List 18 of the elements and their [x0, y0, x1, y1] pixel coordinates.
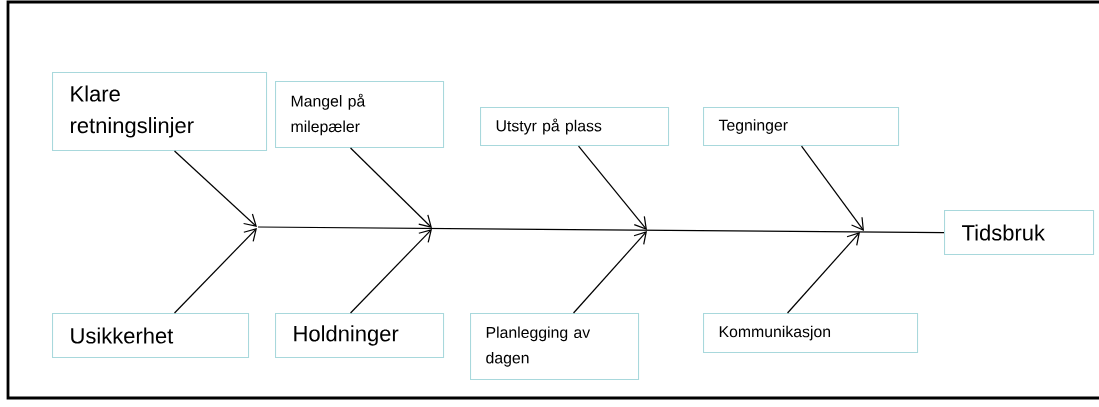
cause-box: Kommunikasjon: [703, 313, 919, 354]
arrow: [577, 145, 647, 230]
arrow: [786, 232, 860, 314]
arrow: [800, 145, 864, 231]
arrow: [173, 228, 257, 314]
cause-box: Tidsbruk: [944, 210, 1095, 256]
cause-box: Tegninger: [703, 107, 900, 147]
cause-box: Klare retningslinjer: [52, 72, 268, 152]
cause-box: Planlegging av dagen: [470, 313, 640, 381]
cause-box: Usikkerhet: [52, 313, 250, 359]
arrow: [349, 229, 432, 314]
spine-line: [257, 226, 945, 234]
cause-box: Utstyr på plass: [480, 107, 670, 147]
arrow: [349, 147, 432, 228]
cause-box: Mangel på milepæler: [275, 81, 445, 149]
cause-box: Holdninger: [275, 313, 445, 359]
arrow: [572, 231, 647, 314]
arrow: [173, 150, 257, 227]
